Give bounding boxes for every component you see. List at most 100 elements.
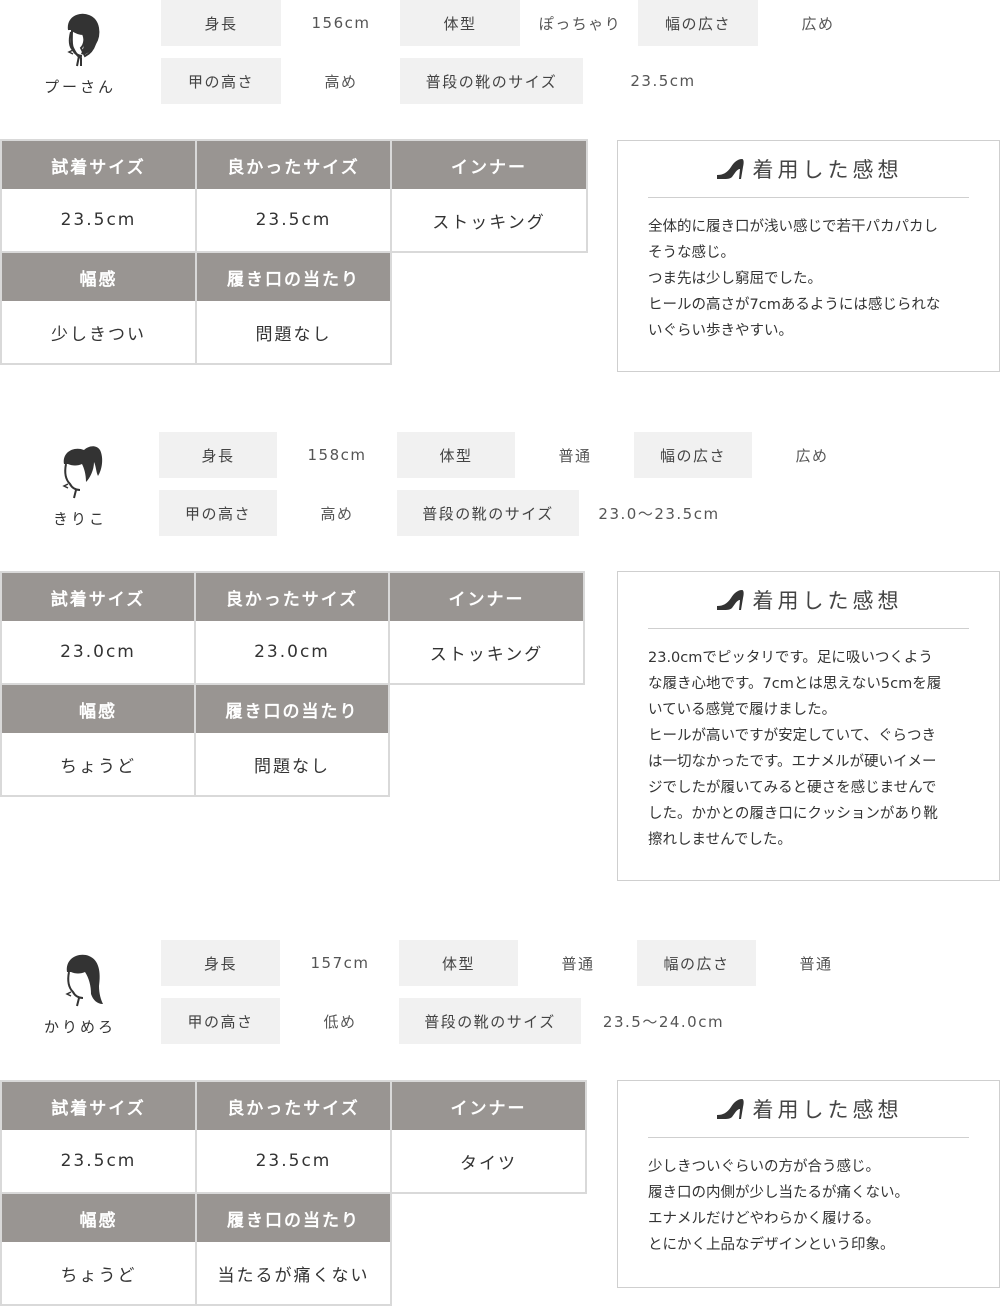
instep-value: 高め bbox=[320, 504, 354, 523]
body-type-value: 普通 bbox=[561, 954, 595, 973]
good-size-cell: 良かったサイズ 23.5cm bbox=[195, 1080, 392, 1194]
impression-box: 着用した感想 23.0cmでピッタリです。足に吸いつくよう な履き心地です。7c… bbox=[617, 571, 1000, 881]
width-value: 広め bbox=[795, 446, 829, 465]
good-size-value: 23.5cm bbox=[197, 189, 390, 251]
profile-row: 甲の高さ 高め 普段の靴のサイズ 23.0〜23.5cm bbox=[159, 490, 879, 536]
fit-header: 幅感 bbox=[2, 1194, 195, 1242]
impression-text: 少しきついぐらいの方が合う感じ。 履き口の内側が少し当たるが痛くない。 エナメル… bbox=[648, 1154, 969, 1258]
opening-value: 当たるが痛くない bbox=[197, 1242, 390, 1304]
inner-header: インナー bbox=[390, 573, 583, 621]
good-size-header: 良かったサイズ bbox=[197, 1082, 390, 1130]
fit-cell: 幅感 ちょうど bbox=[0, 1192, 197, 1306]
tried-size-header: 試着サイズ bbox=[2, 573, 194, 621]
reviewer-name: かりめろ bbox=[43, 1018, 116, 1036]
reviewer-name: きりこ bbox=[52, 510, 107, 528]
fit-value: ちょうど bbox=[2, 1242, 195, 1304]
instep-label: 甲の高さ bbox=[161, 58, 281, 104]
usual-size-value: 23.0〜23.5cm bbox=[598, 504, 720, 523]
tried-size-value: 23.5cm bbox=[2, 1130, 195, 1192]
profile-grid: 身長 157cm 体型 普通 幅の広さ 普通 甲の高さ 低め 普段の靴のサイズ … bbox=[161, 940, 881, 1056]
body-type-value: ぽっちゃり bbox=[538, 14, 622, 33]
usual-size-label: 普段の靴のサイズ bbox=[397, 490, 579, 536]
tried-size-cell: 試着サイズ 23.0cm bbox=[0, 571, 196, 685]
instep-value: 低め bbox=[323, 1012, 357, 1031]
instep-label: 甲の高さ bbox=[159, 490, 277, 536]
body-type-label: 体型 bbox=[397, 432, 515, 478]
good-size-value: 23.0cm bbox=[196, 621, 388, 683]
impression-line: つま先は少し窮屈でした。 bbox=[648, 271, 822, 287]
profile-grid: 身長 156cm 体型 ぽっちゃり 幅の広さ 広め 甲の高さ 高め 普段の靴のサ… bbox=[160, 0, 880, 116]
opening-header: 履き口の当たり bbox=[197, 253, 390, 301]
high-heel-icon bbox=[716, 159, 744, 179]
opening-cell: 履き口の当たり 問題なし bbox=[194, 683, 390, 797]
instep-value: 高め bbox=[324, 72, 358, 91]
good-size-header: 良かったサイズ bbox=[197, 141, 390, 189]
body-type-label: 体型 bbox=[400, 0, 520, 46]
inner-value: タイツ bbox=[392, 1130, 585, 1192]
tried-size-header: 試着サイズ bbox=[2, 1082, 195, 1130]
impression-text: 23.0cmでピッタリです。足に吸いつくよう な履き心地です。7cmとは思えない… bbox=[648, 645, 969, 853]
instep-label: 甲の高さ bbox=[161, 998, 280, 1044]
profile-row: 身長 156cm 体型 ぽっちゃり 幅の広さ 広め bbox=[160, 0, 880, 46]
height-value: 157cm bbox=[310, 954, 370, 972]
height-label: 身長 bbox=[161, 0, 281, 46]
impression-line: ジでしたが履いてみると硬さを感じませんで bbox=[648, 780, 937, 796]
inner-header: インナー bbox=[392, 141, 586, 189]
impression-line: ヒールの高さが7cmあるようには感じられな bbox=[648, 297, 941, 313]
impression-line: な履き心地です。7cmとは思えない5cmを履 bbox=[648, 676, 942, 692]
impression-line: 擦れしませんでした。 bbox=[648, 832, 792, 848]
impression-line: 少しきついぐらいの方が合う感じ。 bbox=[648, 1159, 880, 1175]
inner-header: インナー bbox=[392, 1082, 585, 1130]
usual-size-value: 23.5〜24.0cm bbox=[602, 1012, 725, 1031]
impression-line: とにかく上品なデザインという印象。 bbox=[648, 1237, 895, 1253]
inner-cell: インナー ストッキング bbox=[390, 139, 588, 253]
impression-title: 着用した感想 bbox=[648, 141, 969, 198]
impression-line: ヒールが高いですが安定していて、ぐらつき bbox=[648, 728, 936, 744]
impression-title-text: 着用した感想 bbox=[752, 1098, 903, 1122]
high-heel-icon bbox=[716, 1099, 744, 1119]
height-label: 身長 bbox=[161, 940, 280, 986]
woman-long-hair-icon bbox=[65, 954, 103, 1007]
impression-line: いている感覚で履けました。 bbox=[648, 702, 837, 718]
fit-header: 幅感 bbox=[2, 253, 195, 301]
inner-cell: インナー ストッキング bbox=[388, 571, 585, 685]
impression-line: した。かかとの履き口にクッションがあり靴 bbox=[648, 806, 938, 822]
impression-line: エナメルだけどやわらかく履ける。 bbox=[648, 1211, 880, 1227]
usual-size-value: 23.5cm bbox=[630, 72, 696, 90]
opening-cell: 履き口の当たり 問題なし bbox=[195, 251, 392, 365]
width-label: 幅の広さ bbox=[634, 432, 752, 478]
width-value: 広め bbox=[801, 14, 835, 33]
impression-line: は一切なかったです。エナメルが硬いイメー bbox=[648, 754, 937, 770]
impression-box: 着用した感想 少しきついぐらいの方が合う感じ。 履き口の内側が少し当たるが痛くな… bbox=[617, 1080, 1000, 1288]
width-label: 幅の広さ bbox=[638, 0, 758, 46]
woman-ponytail-icon bbox=[62, 446, 103, 499]
profile-row: 身長 158cm 体型 普通 幅の広さ 広め bbox=[159, 432, 879, 478]
reviewer: かりめろ bbox=[30, 950, 130, 1050]
inner-value: ストッキング bbox=[392, 189, 586, 251]
fit-header: 幅感 bbox=[2, 685, 194, 733]
opening-value: 問題なし bbox=[196, 733, 388, 795]
tried-size-header: 試着サイズ bbox=[2, 141, 195, 189]
width-value: 普通 bbox=[799, 954, 833, 973]
profile-grid: 身長 158cm 体型 普通 幅の広さ 広め 甲の高さ 高め 普段の靴のサイズ … bbox=[159, 432, 879, 548]
impression-line: 全体的に履き口が浅い感じで若干パカパカし bbox=[648, 219, 938, 235]
good-size-value: 23.5cm bbox=[197, 1130, 390, 1192]
good-size-cell: 良かったサイズ 23.0cm bbox=[194, 571, 390, 685]
impression-box: 着用した感想 全体的に履き口が浅い感じで若干パカパカし そうな感じ。 つま先は少… bbox=[617, 140, 1000, 372]
inner-value: ストッキング bbox=[390, 621, 583, 683]
impression-line: いぐらい歩きやすい。 bbox=[648, 323, 793, 339]
reviewer: プーさん bbox=[30, 10, 130, 110]
opening-cell: 履き口の当たり 当たるが痛くない bbox=[195, 1192, 392, 1306]
height-value: 158cm bbox=[307, 446, 367, 464]
profile-row: 甲の高さ 高め 普段の靴のサイズ 23.5cm bbox=[160, 58, 880, 104]
impression-line: 履き口の内側が少し当たるが痛くない。 bbox=[648, 1185, 909, 1201]
tried-size-cell: 試着サイズ 23.5cm bbox=[0, 1080, 197, 1194]
width-label: 幅の広さ bbox=[637, 940, 756, 986]
profile-row: 身長 157cm 体型 普通 幅の広さ 普通 bbox=[161, 940, 881, 986]
opening-header: 履き口の当たり bbox=[196, 685, 388, 733]
good-size-header: 良かったサイズ bbox=[196, 573, 388, 621]
reviewer: きりこ bbox=[30, 442, 130, 542]
fit-value: 少しきつい bbox=[2, 301, 195, 363]
profile-row: 甲の高さ 低め 普段の靴のサイズ 23.5〜24.0cm bbox=[161, 998, 881, 1044]
tried-size-cell: 試着サイズ 23.5cm bbox=[0, 139, 197, 253]
